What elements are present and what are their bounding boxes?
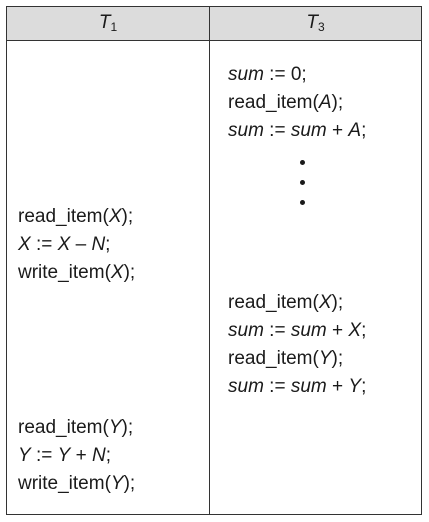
- op-var: sum: [228, 376, 264, 397]
- op-var: A: [318, 92, 332, 113]
- column-header-t3-base: T: [306, 12, 318, 33]
- op-var: X: [18, 234, 31, 255]
- t1-op-write-x: write_item(X);: [18, 262, 135, 284]
- op-var: sum: [290, 320, 327, 341]
- column-header-t1-base: T: [98, 12, 111, 33]
- op-text: read_item(: [228, 348, 319, 369]
- op-var: sum: [290, 376, 327, 397]
- op-var: sum: [290, 120, 327, 141]
- op-var: A: [348, 120, 362, 141]
- ellipsis-dot: [300, 160, 305, 165]
- op-var: Y: [318, 348, 332, 369]
- ellipsis-dot: [300, 200, 305, 205]
- op-text: 0;: [290, 64, 307, 85]
- t3-op-read-a: read_item(A);: [228, 92, 343, 114]
- op-text: ;: [105, 445, 111, 466]
- t3-op-sum-a: sum := sum + A;: [228, 120, 366, 142]
- op-text: write_item(: [18, 262, 111, 283]
- op-var: sum: [228, 64, 264, 85]
- op-text: );: [123, 262, 136, 283]
- t1-op-read-y: read_item(Y);: [18, 417, 133, 439]
- t3-op-read-x: read_item(X);: [228, 292, 343, 314]
- op-var: sum: [228, 320, 264, 341]
- op-var: X: [57, 234, 71, 255]
- op-text: );: [123, 473, 136, 494]
- column-header-t1-sub: 1: [110, 20, 118, 34]
- op-text: +: [326, 320, 349, 341]
- op-text: :=: [30, 234, 58, 255]
- op-text: read_item(: [228, 92, 319, 113]
- t1-op-assign-x: X := X – N;: [18, 234, 110, 256]
- op-text: write_item(: [18, 473, 111, 494]
- header-row: [7, 7, 421, 41]
- column-header-t3-sub: 3: [317, 20, 325, 34]
- op-text: :=: [263, 64, 291, 85]
- op-var: X: [348, 320, 362, 341]
- op-var: N: [91, 234, 106, 255]
- op-var: Y: [108, 417, 122, 438]
- op-text: );: [121, 206, 134, 227]
- op-var: Y: [57, 445, 71, 466]
- op-text: +: [70, 445, 92, 466]
- op-var: X: [110, 262, 124, 283]
- t3-op-init-sum: sum := 0;: [228, 64, 307, 86]
- t1-op-write-y: write_item(Y);: [18, 473, 135, 495]
- op-text: );: [331, 348, 344, 369]
- op-text: :=: [263, 120, 291, 141]
- op-var: Y: [348, 376, 362, 397]
- op-text: ;: [105, 234, 111, 255]
- t1-op-assign-y: Y := Y + N;: [18, 445, 111, 467]
- op-var: X: [108, 206, 122, 227]
- op-var: Y: [110, 473, 124, 494]
- t3-op-sum-x: sum := sum + X;: [228, 320, 366, 342]
- op-text: :=: [30, 445, 58, 466]
- op-var: sum: [228, 120, 264, 141]
- op-text: );: [331, 292, 344, 313]
- column-header-t1: T1: [7, 7, 209, 39]
- op-text: );: [121, 417, 134, 438]
- schedule-table: T1 T3 read_item(X); X := X – N; write_it…: [6, 6, 422, 515]
- op-var: X: [318, 292, 332, 313]
- op-text: +: [326, 120, 349, 141]
- op-text: –: [70, 234, 92, 255]
- op-text: ;: [361, 320, 367, 341]
- op-text: read_item(: [18, 417, 109, 438]
- column-header-t3: T3: [210, 7, 421, 39]
- op-text: +: [326, 376, 349, 397]
- op-var: N: [91, 445, 106, 466]
- ellipsis-dot: [300, 180, 305, 185]
- op-var: Y: [18, 445, 31, 466]
- t3-op-sum-y: sum := sum + Y;: [228, 376, 366, 398]
- t3-op-read-y: read_item(Y);: [228, 348, 343, 370]
- op-text: read_item(: [18, 206, 109, 227]
- op-text: );: [331, 92, 344, 113]
- op-text: read_item(: [228, 292, 319, 313]
- t1-op-read-x: read_item(X);: [18, 206, 133, 228]
- op-text: :=: [263, 320, 291, 341]
- op-text: ;: [361, 120, 367, 141]
- op-text: :=: [263, 376, 291, 397]
- op-text: ;: [361, 376, 367, 397]
- column-divider: [209, 7, 210, 514]
